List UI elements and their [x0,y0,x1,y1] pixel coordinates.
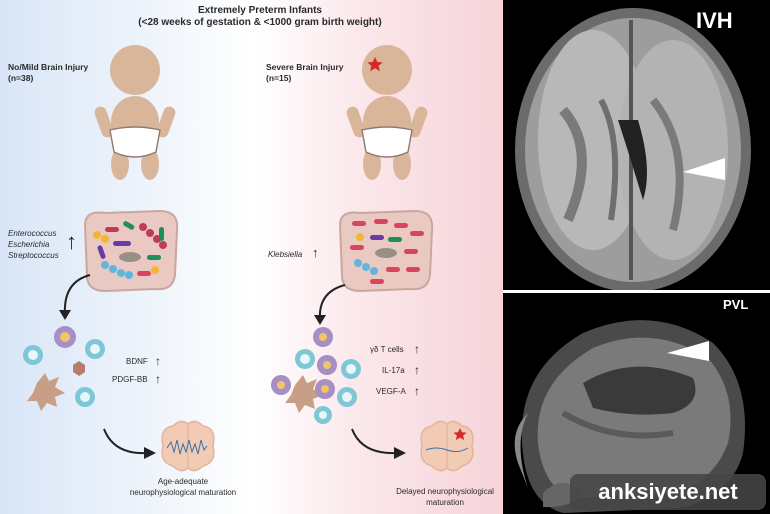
right-outcome-line2: maturation [426,498,464,507]
baby-icon-right [346,45,428,180]
marker-vegfa-up-arrow-icon: ↑ [414,384,420,398]
pvl-label: PVL [723,297,749,312]
marker-bdnf-up-arrow-icon: ↑ [155,354,161,368]
mri-pvl-image: PVL [503,293,770,514]
arrow-gut-to-immune-left [59,274,91,320]
bacteria-klebsiella: Klebsiella [268,250,303,259]
left-outcome-line1: Age-adequate [157,477,209,486]
baby-icon-left [94,45,176,180]
ivh-label: IVH [696,8,733,33]
marker-bdnf: BDNF [126,357,148,366]
brain-icon-left [161,420,215,472]
bacteria-enterococcus: Enterococcus [8,229,57,238]
arrow-gut-to-immune-right [314,284,346,325]
marker-pdgf-bb: PDGF-BB [112,375,148,384]
arrow-to-brain-right [351,428,406,459]
figure-title: Extremely Preterm Infants [198,5,322,16]
right-bacteria-up-arrow-icon: ↑ [312,245,319,260]
marker-gdt-up-arrow-icon: ↑ [414,342,420,356]
bacteria-streptococcus: Streptococcus [8,251,59,260]
bacteria-escherichia: Escherichia [8,240,50,249]
right-outcome-line1: Delayed neurophysiological [396,487,494,496]
left-bacteria-up-arrow-icon: ↑ [66,229,77,254]
marker-il-17a: IL-17a [382,366,405,375]
marker-gamma-delta-t-cells: γδ T cells [370,345,404,354]
marker-pdgf-bb-up-arrow-icon: ↑ [155,372,161,386]
gut-microbiome-left [83,209,179,293]
mri-ivh-image: IVH [503,0,770,290]
left-outcome-line2: neurophysiological maturation [129,488,237,497]
marker-il17a-up-arrow-icon: ↑ [414,363,420,377]
gut-microbiome-right [338,209,434,293]
immune-cells-right [271,327,361,424]
immune-cells-left [23,326,105,411]
left-group-n: (n=38) [8,73,34,83]
watermark: anksiyete.net [570,474,766,510]
marker-vegf-a: VEGF-A [376,387,406,396]
brain-icon-right [420,420,474,472]
figure-subtitle: (<28 weeks of gestation & <1000 gram bir… [138,17,382,28]
right-group-n: (n=15) [266,73,292,83]
arrow-to-brain-left [103,428,156,459]
right-group-label: Severe Brain Injury [266,62,344,72]
injury-star-icon [453,428,467,441]
left-group-label: No/Mild Brain Injury [8,62,89,72]
injury-star-icon [367,57,383,72]
